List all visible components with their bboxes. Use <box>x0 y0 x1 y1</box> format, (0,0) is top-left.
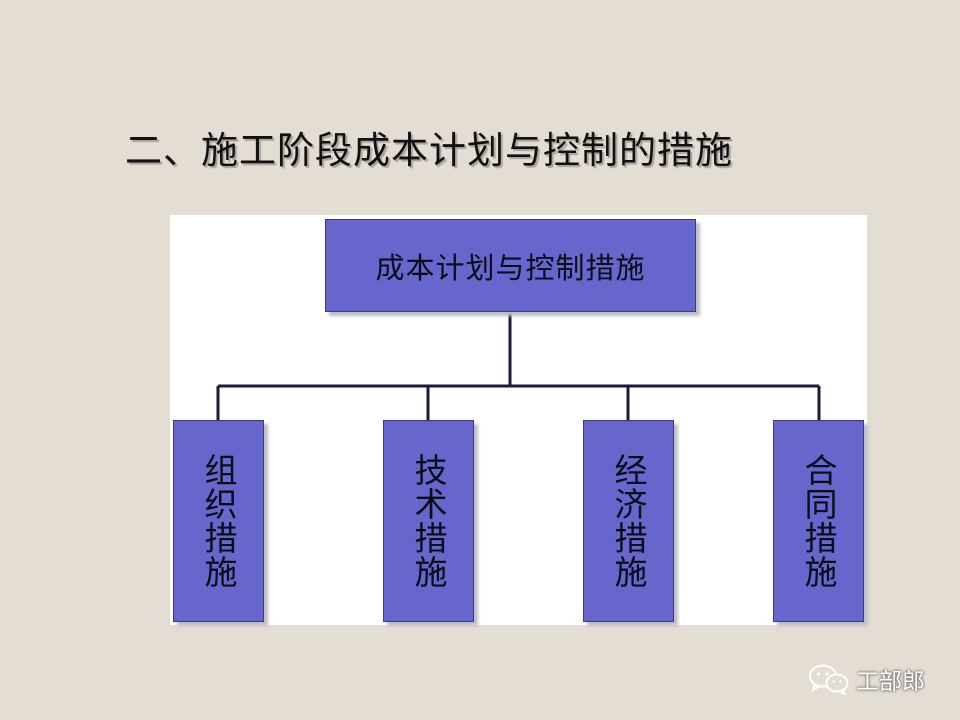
watermark-text: 工部郎 <box>856 669 925 695</box>
watermark: 工部郎 <box>808 662 925 696</box>
child-node-economic: 经济措施 <box>583 420 674 622</box>
org-chart-panel: 成本计划与控制措施 组织措施 技术措施 经济措施 合同措施 <box>170 215 867 625</box>
connector-lines <box>216 312 821 420</box>
child-node-technical: 技术措施 <box>383 420 474 622</box>
root-node-box: 成本计划与控制措施 <box>325 219 696 312</box>
child-node-contract: 合同措施 <box>773 420 864 622</box>
wechat-icon <box>809 664 849 695</box>
slide-title: 二、施工阶段成本计划与控制的措施 <box>125 129 733 172</box>
child-node-organization: 组织措施 <box>173 420 264 622</box>
